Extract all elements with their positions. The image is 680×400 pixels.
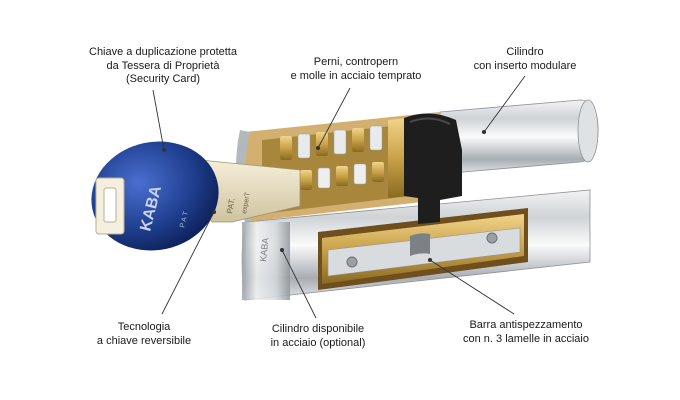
key-blade-text-1: PAT.	[225, 197, 237, 214]
callout-line-bar	[429, 259, 515, 315]
label-cylinder: Cilindro con inserto modulare	[473, 46, 577, 72]
key-blade: PAT. experT	[199, 159, 301, 223]
callout-line-steel	[281, 249, 317, 319]
right-cylinder	[439, 99, 599, 175]
cylinder-brand: KABA	[258, 237, 270, 262]
anti-break-bar	[318, 208, 528, 290]
label-pins: Perni, contropern e molle in acciaio tem…	[290, 56, 422, 82]
callout-line-pins	[317, 87, 351, 149]
label-bar: Barra antispezzamento con n. 3 lamelle i…	[463, 319, 589, 345]
key-blade-text-2: experT	[241, 191, 252, 214]
callout-line-cylinder	[483, 75, 526, 133]
label-steel: Cilindro disponibile in acciaio (optiona…	[270, 323, 366, 349]
key-mark: P A T	[179, 210, 190, 228]
callout-line-reversible	[161, 211, 215, 315]
cam	[404, 113, 462, 224]
label-key-protection: Chiave a duplicazione protetta da Tesser…	[89, 46, 237, 85]
callout-lines	[152, 75, 526, 319]
callout-line-key	[152, 89, 165, 151]
label-reversible: Tecnologia a chiave reversibile	[96, 321, 192, 347]
key-head: KABA P A T	[91, 141, 219, 251]
